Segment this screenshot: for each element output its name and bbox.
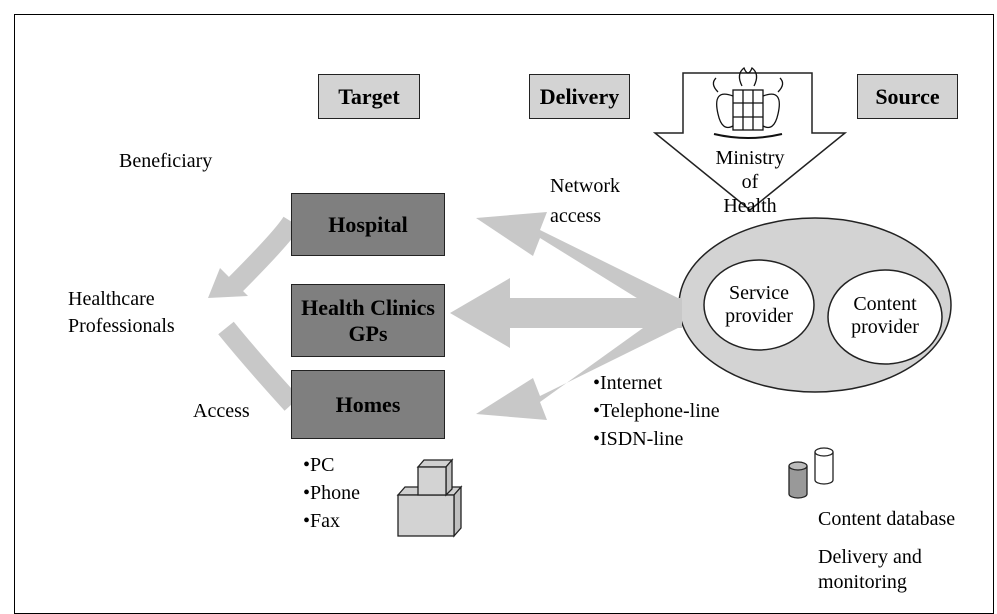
device-item: •PC — [303, 454, 335, 476]
channels-list: •Internet •Telephone-line •ISDN-line — [593, 369, 720, 453]
target-health-clinics: Health Clinics GPs — [291, 284, 445, 357]
target-hospital: Hospital — [291, 193, 445, 256]
channel-item: •Internet — [593, 372, 663, 394]
healthcare-line1: Healthcare — [68, 288, 155, 310]
healthcare-line2: Professionals — [68, 315, 175, 337]
service-provider-ellipse — [703, 259, 815, 351]
devices-list: •PC •Phone •Fax — [303, 451, 360, 535]
delivery-arrow-clinics — [450, 278, 682, 348]
content-provider-line1: Content — [853, 293, 917, 315]
database-icon — [788, 447, 834, 499]
healthcare-professionals-label: Healthcare Professionals — [68, 286, 175, 340]
computer-icon — [396, 458, 463, 538]
content-database-label: Content database — [818, 508, 956, 530]
device-item: •Fax — [303, 510, 341, 532]
access-curve-upper — [224, 216, 301, 296]
target-homes-label: Homes — [335, 391, 401, 417]
delivery-monitoring-line2: monitoring — [818, 571, 907, 593]
target-clinics-line2: GPs — [348, 320, 388, 346]
target-homes: Homes — [291, 370, 445, 439]
content-provider-line2: provider — [851, 316, 919, 338]
coat-of-arms-emblem — [712, 66, 784, 139]
header-target: Target — [318, 74, 420, 119]
service-provider-line2: provider — [725, 305, 793, 327]
delivery-arrow-hospital — [476, 212, 682, 326]
channel-item: •Telephone-line — [593, 400, 720, 422]
header-delivery: Delivery — [529, 74, 630, 119]
beneficiary-label: Beneficiary — [119, 150, 213, 172]
target-clinics-line1: Health Clinics — [301, 294, 435, 320]
access-curve-lower — [218, 321, 300, 411]
content-provider-label: Content provider — [835, 293, 935, 339]
network-access-line2: access — [550, 205, 602, 227]
target-hospital-label: Hospital — [328, 211, 408, 237]
header-source: Source — [857, 74, 958, 119]
access-arrowhead-upper — [208, 268, 248, 298]
channel-item: •ISDN-line — [593, 428, 684, 450]
service-provider-line1: Service — [729, 282, 789, 304]
device-item: •Phone — [303, 482, 361, 504]
ministry-label-line1: Ministry of — [715, 147, 785, 193]
access-label: Access — [193, 400, 250, 422]
ministry-label: Ministry of Health — [709, 146, 791, 218]
delivery-monitoring-line1: Delivery and — [818, 546, 922, 568]
network-access-line1: Network — [550, 175, 620, 197]
content-provider-ellipse — [827, 269, 943, 365]
network-access-label: Network access — [550, 171, 620, 231]
ministry-label-line2: Health — [723, 195, 777, 217]
ministry-arrow — [652, 72, 848, 211]
delivery-monitoring-label: Delivery and monitoring — [818, 545, 922, 595]
delivery-arrow-homes — [476, 300, 682, 420]
service-provider-label: Service provider — [709, 282, 809, 328]
